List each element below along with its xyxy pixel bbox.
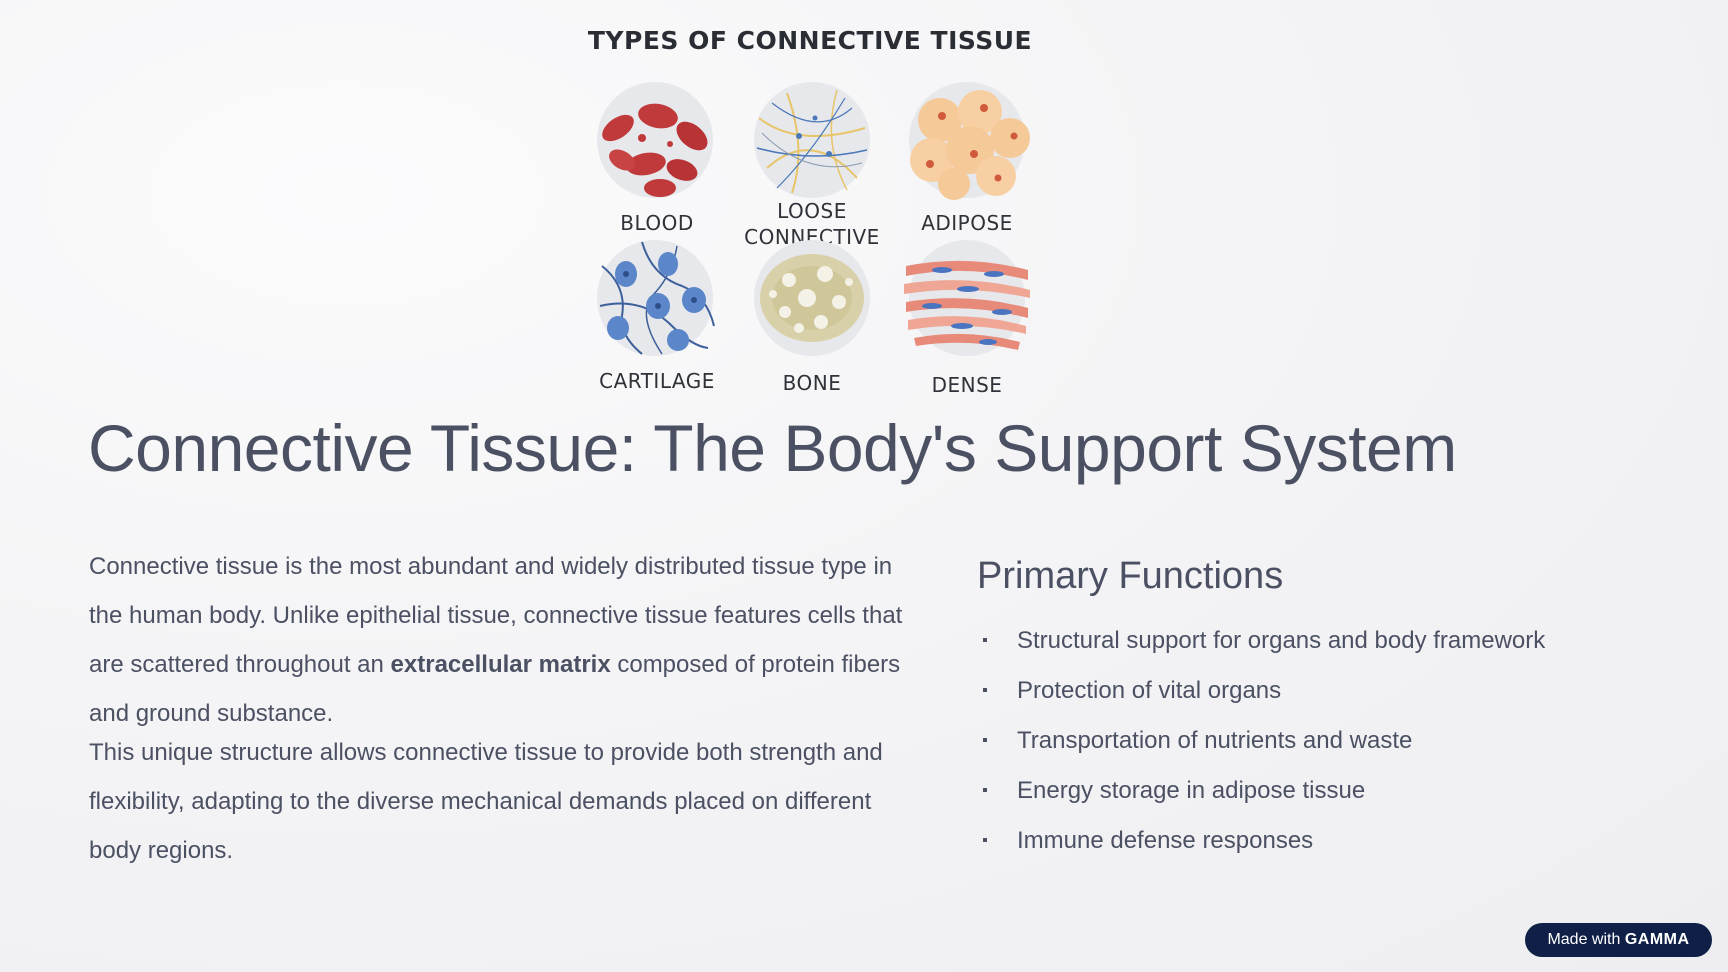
infographic-title: TYPES OF CONNECTIVE TISSUE (587, 26, 1033, 55)
bullet-icon (983, 838, 987, 842)
list-item: Protection of vital organs (977, 666, 1677, 716)
tissue-label-cartilage: CARTILAGE (599, 369, 715, 393)
dense-fibers-icon (904, 240, 1030, 356)
tissue-label-bone: BONE (782, 371, 842, 395)
list-item-text: Energy storage in adipose tissue (1017, 777, 1366, 804)
primary-functions: Primary Functions Structural support for… (977, 550, 1677, 866)
list-item-text: Transportation of nutrients and waste (1017, 727, 1413, 754)
list-item: Structural support for organs and body f… (977, 616, 1677, 666)
adipose-cells-icon (909, 82, 1030, 200)
connective-tissue-infographic: TYPES OF CONNECTIVE TISSUE BLOOD (586, 24, 1034, 397)
badge-prefix: Made with (1547, 931, 1625, 948)
page-title: Connective Tissue: The Body's Support Sy… (88, 411, 1457, 485)
bullet-icon (983, 788, 987, 792)
made-with-gamma-button[interactable]: Made with GAMMA (1525, 923, 1712, 957)
tissue-blood: BLOOD (582, 78, 732, 235)
list-item-text: Immune defense responses (1017, 827, 1314, 854)
intro-paragraph-2: This unique structure allows connective … (89, 739, 883, 864)
list-item: Energy storage in adipose tissue (977, 766, 1677, 816)
tissue-label-blood: BLOOD (620, 211, 694, 235)
primary-functions-heading: Primary Functions (977, 555, 1284, 597)
tissue-dense: DENSE (892, 236, 1042, 397)
list-item: Transportation of nutrients and waste (977, 716, 1677, 766)
intro-text: Connective tissue is the most abundant a… (89, 542, 919, 875)
extracellular-matrix-term: extracellular matrix (390, 651, 611, 678)
bullet-icon (983, 738, 987, 742)
intro-paragraph-1-end: composed of protein fibers and ground su… (89, 651, 901, 727)
blood-cells-icon (597, 82, 713, 198)
functions-list: Structural support for organs and body f… (977, 616, 1677, 866)
tissue-label-dense: DENSE (931, 373, 1003, 397)
list-item-text: Protection of vital organs (1017, 677, 1282, 704)
list-item: Immune defense responses (977, 816, 1677, 866)
loose-connective-fibers-icon (754, 82, 870, 198)
cartilage-cells-icon (597, 240, 715, 356)
bullet-icon (983, 688, 987, 692)
intro-paragraph-1-text: Connective tissue is the most abundant a… (89, 553, 903, 678)
list-item-text: Structural support for organs and body f… (1017, 627, 1546, 654)
tissue-label-adipose: ADIPOSE (921, 211, 1013, 235)
tissue-cartilage: CARTILAGE (582, 236, 732, 393)
tissue-adipose: ADIPOSE (892, 78, 1042, 235)
bone-matrix-icon (754, 240, 870, 356)
tissue-loose-connective: LOOSE CONNECTIVE (737, 78, 887, 249)
bullet-icon (983, 638, 987, 642)
gamma-logo: GAMMA (1624, 931, 1690, 948)
tissue-bone: BONE (737, 236, 887, 395)
intro-paragraph-1: Connective tissue is the most abundant a… (89, 542, 919, 738)
tissue-label-loose-line1: LOOSE (777, 199, 847, 223)
